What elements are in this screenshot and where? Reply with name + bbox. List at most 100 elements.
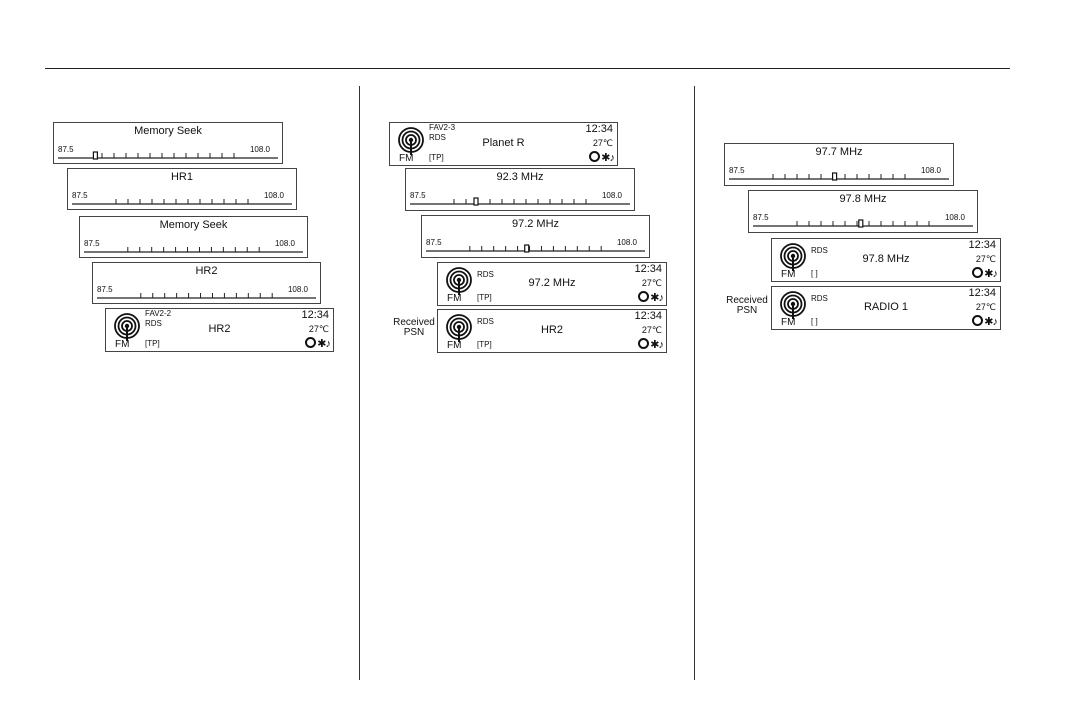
scale-min-label: 87.5 [729, 166, 745, 175]
status-icons: ✱♪ [589, 151, 615, 164]
radio-display-97-2: FM RDS [TP] 97.2 MHz 12:34 27℃ ✱♪ [437, 262, 667, 306]
frequency-scale [84, 247, 303, 253]
antenna-icon [780, 243, 806, 271]
music-note-icon: ♪ [992, 268, 998, 280]
tuner-panel-hr2: HR2 87.5 108.0 [92, 262, 321, 304]
radio-display-radio-1: FM RDS [ ] RADIO 1 12:34 27℃ ✱♪ [771, 286, 1001, 330]
bluetooth-icon: ✱ [650, 292, 659, 304]
antenna-icon [398, 127, 424, 155]
scale-min-label: 87.5 [84, 239, 100, 248]
tp-label: [TP] [477, 340, 492, 349]
frequency-scale [58, 151, 278, 160]
bluetooth-icon: ✱ [650, 339, 659, 351]
station-name: 97.2 MHz [528, 277, 576, 289]
scale-min-label: 87.5 [410, 191, 426, 200]
station-name: HR2 [208, 323, 231, 335]
scale-max-label: 108.0 [944, 213, 965, 222]
panel-title: 92.3 MHz [496, 171, 544, 183]
tuner-panel-92-3: 92.3 MHz 87.5 108.0 [405, 168, 635, 211]
clock: 12:34 [585, 123, 613, 135]
panel-title: 97.2 MHz [511, 218, 560, 230]
antenna-icon [446, 267, 472, 295]
temperature: 27℃ [308, 324, 329, 334]
temperature: 27℃ [975, 254, 996, 264]
temperature: 27℃ [641, 325, 662, 335]
scale-min-label: 87.5 [97, 285, 113, 294]
frequency-pointer [524, 244, 530, 253]
tp-label: [ ] [811, 269, 818, 278]
frequency-scale [410, 197, 630, 206]
frequency-scale [72, 199, 292, 205]
bluetooth-icon: ✱ [601, 152, 610, 164]
rds-label: RDS [811, 294, 828, 303]
rds-label: RDS [429, 133, 446, 142]
disc-icon [972, 267, 984, 278]
received-psn-label: Received PSN [724, 296, 770, 316]
tp-label: [TP] [145, 339, 160, 348]
disc-icon [638, 338, 650, 349]
music-note-icon: ♪ [992, 316, 998, 328]
music-note-icon: ♪ [325, 338, 331, 350]
scale-min-label: 87.5 [72, 191, 88, 200]
panel-title: 97.8 MHz [839, 193, 887, 205]
band-label: FM [781, 317, 796, 328]
radio-display-fav2-2: FM FAV2-2 RDS [TP] HR2 12:34 27℃ ✱♪ [105, 308, 334, 352]
rds-label: RDS [145, 319, 162, 328]
scale-max-label: 108.0 [249, 145, 270, 154]
tp-label: [ ] [811, 317, 818, 326]
status-icons: ✱♪ [638, 338, 664, 351]
music-note-icon: ♪ [658, 339, 664, 351]
scale-min-label: 87.5 [753, 213, 769, 222]
station-name: Planet R [482, 137, 525, 149]
rds-label: RDS [811, 246, 828, 255]
music-note-icon: ♪ [658, 292, 664, 304]
tuner-panel-memory-seek-1: Memory Seek 87.5 108.0 [53, 122, 283, 164]
favorite-label: FAV2-2 [145, 309, 172, 318]
antenna-icon [114, 313, 140, 341]
clock: 12:34 [634, 263, 662, 275]
frequency-pointer [473, 197, 479, 206]
band-label: FM [447, 293, 462, 304]
scale-min-label: 87.5 [426, 238, 442, 247]
temperature: 27℃ [975, 302, 996, 312]
panel-title: Memory Seek [134, 125, 202, 137]
tp-label: [TP] [477, 293, 492, 302]
bluetooth-icon: ✱ [317, 338, 326, 350]
station-name: RADIO 1 [863, 301, 908, 313]
psn-label: PSN [403, 327, 425, 338]
scale-max-label: 108.0 [274, 239, 295, 248]
status-icons: ✱♪ [972, 315, 998, 328]
panel-title: HR2 [195, 265, 218, 277]
temperature: 27℃ [641, 278, 662, 288]
clock: 12:34 [634, 310, 662, 322]
frequency-scale [97, 293, 316, 299]
frequency-scale [729, 172, 949, 181]
psn-label: PSN [736, 305, 758, 316]
station-name: HR2 [540, 324, 563, 336]
disc-icon [305, 337, 317, 348]
radio-display-hr2-psn: FM RDS [TP] HR2 12:34 27℃ ✱♪ [437, 309, 667, 353]
tuner-panel-97-7: 97.7 MHz 87.5 108.0 [724, 143, 954, 186]
band-label: FM [781, 269, 796, 280]
scale-max-label: 108.0 [616, 238, 637, 247]
frequency-pointer [858, 219, 864, 228]
scale-min-label: 87.5 [58, 145, 74, 154]
frequency-pointer [831, 172, 838, 181]
header-rule [45, 68, 1010, 69]
frequency-scale [426, 244, 645, 253]
status-icons: ✱♪ [305, 337, 331, 350]
tuner-panel-97-2: 97.2 MHz 87.5 108.0 [421, 215, 650, 258]
received-psn-label: Received PSN [392, 318, 436, 338]
tp-label: [TP] [429, 153, 444, 162]
frequency-pointer [92, 151, 99, 160]
rds-label: RDS [477, 317, 494, 326]
band-label: FM [399, 153, 414, 164]
radio-display-97-8: FM RDS [ ] 97.8 MHz 12:34 27℃ ✱♪ [771, 238, 1001, 282]
band-label: FM [447, 340, 462, 351]
scale-max-label: 108.0 [287, 285, 308, 294]
received-label: Received [726, 295, 768, 306]
clock: 12:34 [968, 239, 996, 251]
clock: 12:34 [968, 287, 996, 299]
bluetooth-icon: ✱ [984, 316, 993, 328]
disc-icon [972, 315, 984, 326]
